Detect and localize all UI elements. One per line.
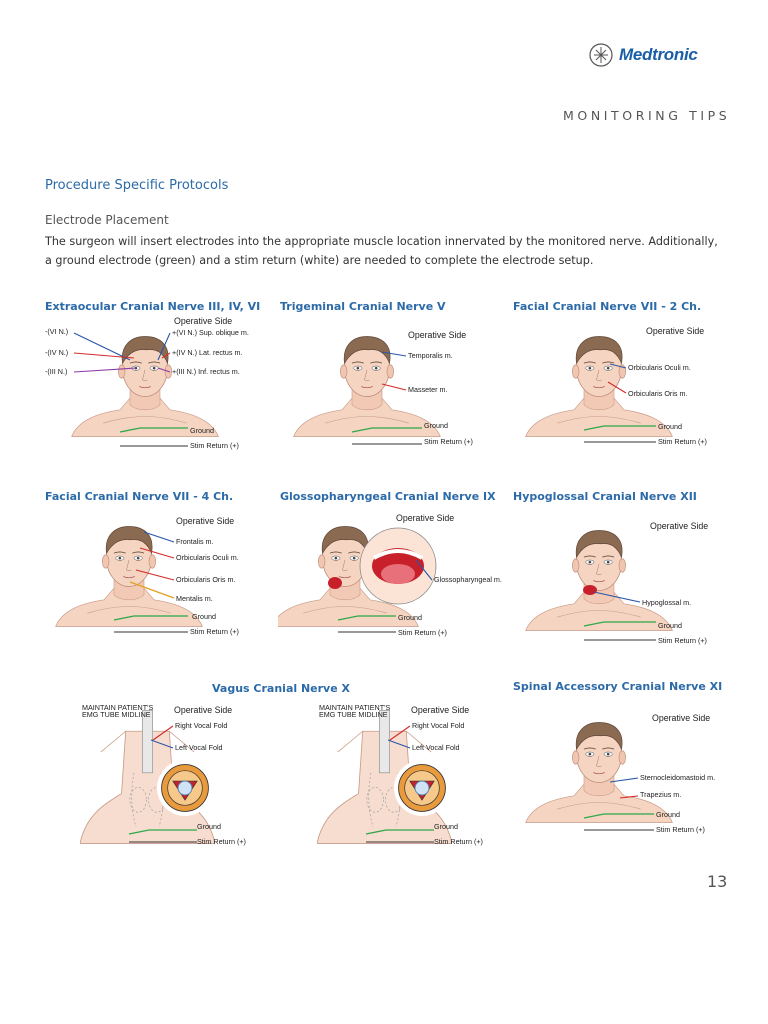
ground-label: Ground <box>434 822 458 831</box>
panel-title: Glossopharyngeal Cranial Nerve IX <box>280 490 496 503</box>
hypoglossal-illustration <box>525 530 673 641</box>
electrode-label: +(III N.) Inf. rectus m. <box>172 367 240 376</box>
stim-return-label: Stim Return (+) <box>190 441 239 450</box>
vagus-illustration-a <box>80 710 215 844</box>
vagus-illustration-b <box>317 710 452 844</box>
medtronic-emblem-icon <box>589 43 613 67</box>
operative-side-label: Operative Side <box>652 713 711 723</box>
panel-facial-2ch: Facial Cranial Nerve VII - 2 Ch. Operati… <box>510 298 740 458</box>
panel-vagus-a: MAINTAIN PATIENT'S EMG TUBE MIDLINE Oper… <box>75 700 285 860</box>
operative-side-label: Operative Side <box>176 516 235 526</box>
ground-label: Ground <box>658 621 682 630</box>
stim-return-label: Stim Return (+) <box>398 628 447 637</box>
electrode-label: -(III N.) <box>45 367 68 376</box>
stim-return-label: Stim Return (+) <box>190 627 239 636</box>
page-title: Procedure Specific Protocols <box>45 178 229 193</box>
panel-title-vagus: Vagus Cranial Nerve X <box>212 682 350 695</box>
stim-return-label: Stim Return (+) <box>434 837 483 846</box>
electrode-label: Glossopharyngeal m. <box>434 575 502 584</box>
extraocular-illustration <box>71 332 219 447</box>
panel-extraocular: Extraocular Cranial Nerve III, IV, VI Op… <box>40 298 270 458</box>
panel-spinal-accessory: Spinal Accessory Cranial Nerve XI Operat… <box>510 678 740 848</box>
electrode-label: Trapezius m. <box>640 790 682 799</box>
operative-side-label: Operative Side <box>174 705 233 715</box>
stim-return-label: Stim Return (+) <box>197 837 246 846</box>
electrode-label: Sternocleidomastoid m. <box>640 773 716 782</box>
operative-side-label: Operative Side <box>396 513 455 523</box>
electrode-label: Orbicularis Oculi m. <box>176 553 239 562</box>
section-label: MONITORING TIPS <box>563 108 731 123</box>
glossopharyngeal-illustration <box>278 526 437 633</box>
electrode-label: Left Vocal Fold <box>175 743 223 752</box>
maintain-note-line-2: EMG TUBE MIDLINE <box>319 710 388 719</box>
stim-return-label: Stim Return (+) <box>658 636 707 645</box>
electrode-label: Right Vocal Fold <box>412 721 465 730</box>
panel-hypoglossal: Hypoglossal Cranial Nerve XII Operative … <box>510 488 740 648</box>
electrode-label: +(IV N.) Lat. rectus m. <box>172 348 243 357</box>
trigeminal-illustration <box>293 336 441 445</box>
electrode-label: Left Vocal Fold <box>412 743 460 752</box>
stim-return-label: Stim Return (+) <box>658 437 707 446</box>
facial-2ch-illustration <box>525 336 673 443</box>
panel-title: Spinal Accessory Cranial Nerve XI <box>513 680 723 693</box>
ground-label: Ground <box>424 421 448 430</box>
section-subtitle: Electrode Placement <box>45 213 169 227</box>
facial-4ch-illustration <box>55 526 203 633</box>
electrode-label: Frontalis m. <box>176 537 214 546</box>
ground-label: Ground <box>192 612 216 621</box>
electrode-label: Masseter m. <box>408 385 448 394</box>
panel-facial-4ch: Facial Cranial Nerve VII - 4 Ch. Operati… <box>40 488 270 648</box>
page-number: 13 <box>707 872 728 891</box>
medtronic-logo: Medtronic <box>588 40 724 70</box>
electrode-label: Right Vocal Fold <box>175 721 228 730</box>
ground-label: Ground <box>658 422 682 431</box>
ground-label: Ground <box>656 810 680 819</box>
panel-glossopharyngeal: Glossopharyngeal Cranial Nerve IX Operat… <box>278 488 508 648</box>
electrode-label: -(IV N.) <box>45 348 69 357</box>
electrode-label: Orbicularis Oris m. <box>628 389 688 398</box>
operative-side-label: Operative Side <box>646 326 705 336</box>
ground-label: Ground <box>398 613 422 622</box>
panel-trigeminal: Trigeminal Cranial Nerve V Operative Sid… <box>278 298 508 458</box>
panel-title: Facial Cranial Nerve VII - 2 Ch. <box>513 300 702 313</box>
maintain-note-line-1: MAINTAIN PATIENT'S <box>319 703 391 712</box>
electrode-label: Mentalis m. <box>176 594 213 603</box>
panel-title: Trigeminal Cranial Nerve V <box>280 300 446 313</box>
operative-side-label: Operative Side <box>174 316 233 326</box>
stim-return-label: Stim Return (+) <box>656 825 705 834</box>
intro-paragraph: The surgeon will insert electrodes into … <box>45 235 718 267</box>
operative-side-label: Operative Side <box>411 705 470 715</box>
panel-title: Extraocular Cranial Nerve III, IV, VI <box>45 300 261 313</box>
ground-label: Ground <box>197 822 221 831</box>
electrode-label: Temporalis m. <box>408 351 453 360</box>
maintain-note-line-1: MAINTAIN PATIENT'S <box>82 703 154 712</box>
electrode-label: Orbicularis Oculi m. <box>628 363 691 372</box>
operative-side-label: Operative Side <box>650 521 709 531</box>
electrode-label: Hypoglossal m. <box>642 598 692 607</box>
operative-side-label: Operative Side <box>408 330 467 340</box>
panel-vagus-b: MAINTAIN PATIENT'S EMG TUBE MIDLINE Oper… <box>312 700 522 860</box>
brand-name: Medtronic <box>619 45 698 64</box>
electrode-label: Orbicularis Oris m. <box>176 575 236 584</box>
electrode-label: -(VI N.) <box>45 327 69 336</box>
stim-return-label: Stim Return (+) <box>424 437 473 446</box>
spinal-accessory-illustration <box>525 722 673 831</box>
maintain-note-line-2: EMG TUBE MIDLINE <box>82 710 151 719</box>
ground-label: Ground <box>190 426 214 435</box>
panel-title: Hypoglossal Cranial Nerve XII <box>513 490 697 503</box>
electrode-label: +(VI N.) Sup. oblique m. <box>172 328 249 337</box>
panel-title: Facial Cranial Nerve VII - 4 Ch. <box>45 490 234 503</box>
